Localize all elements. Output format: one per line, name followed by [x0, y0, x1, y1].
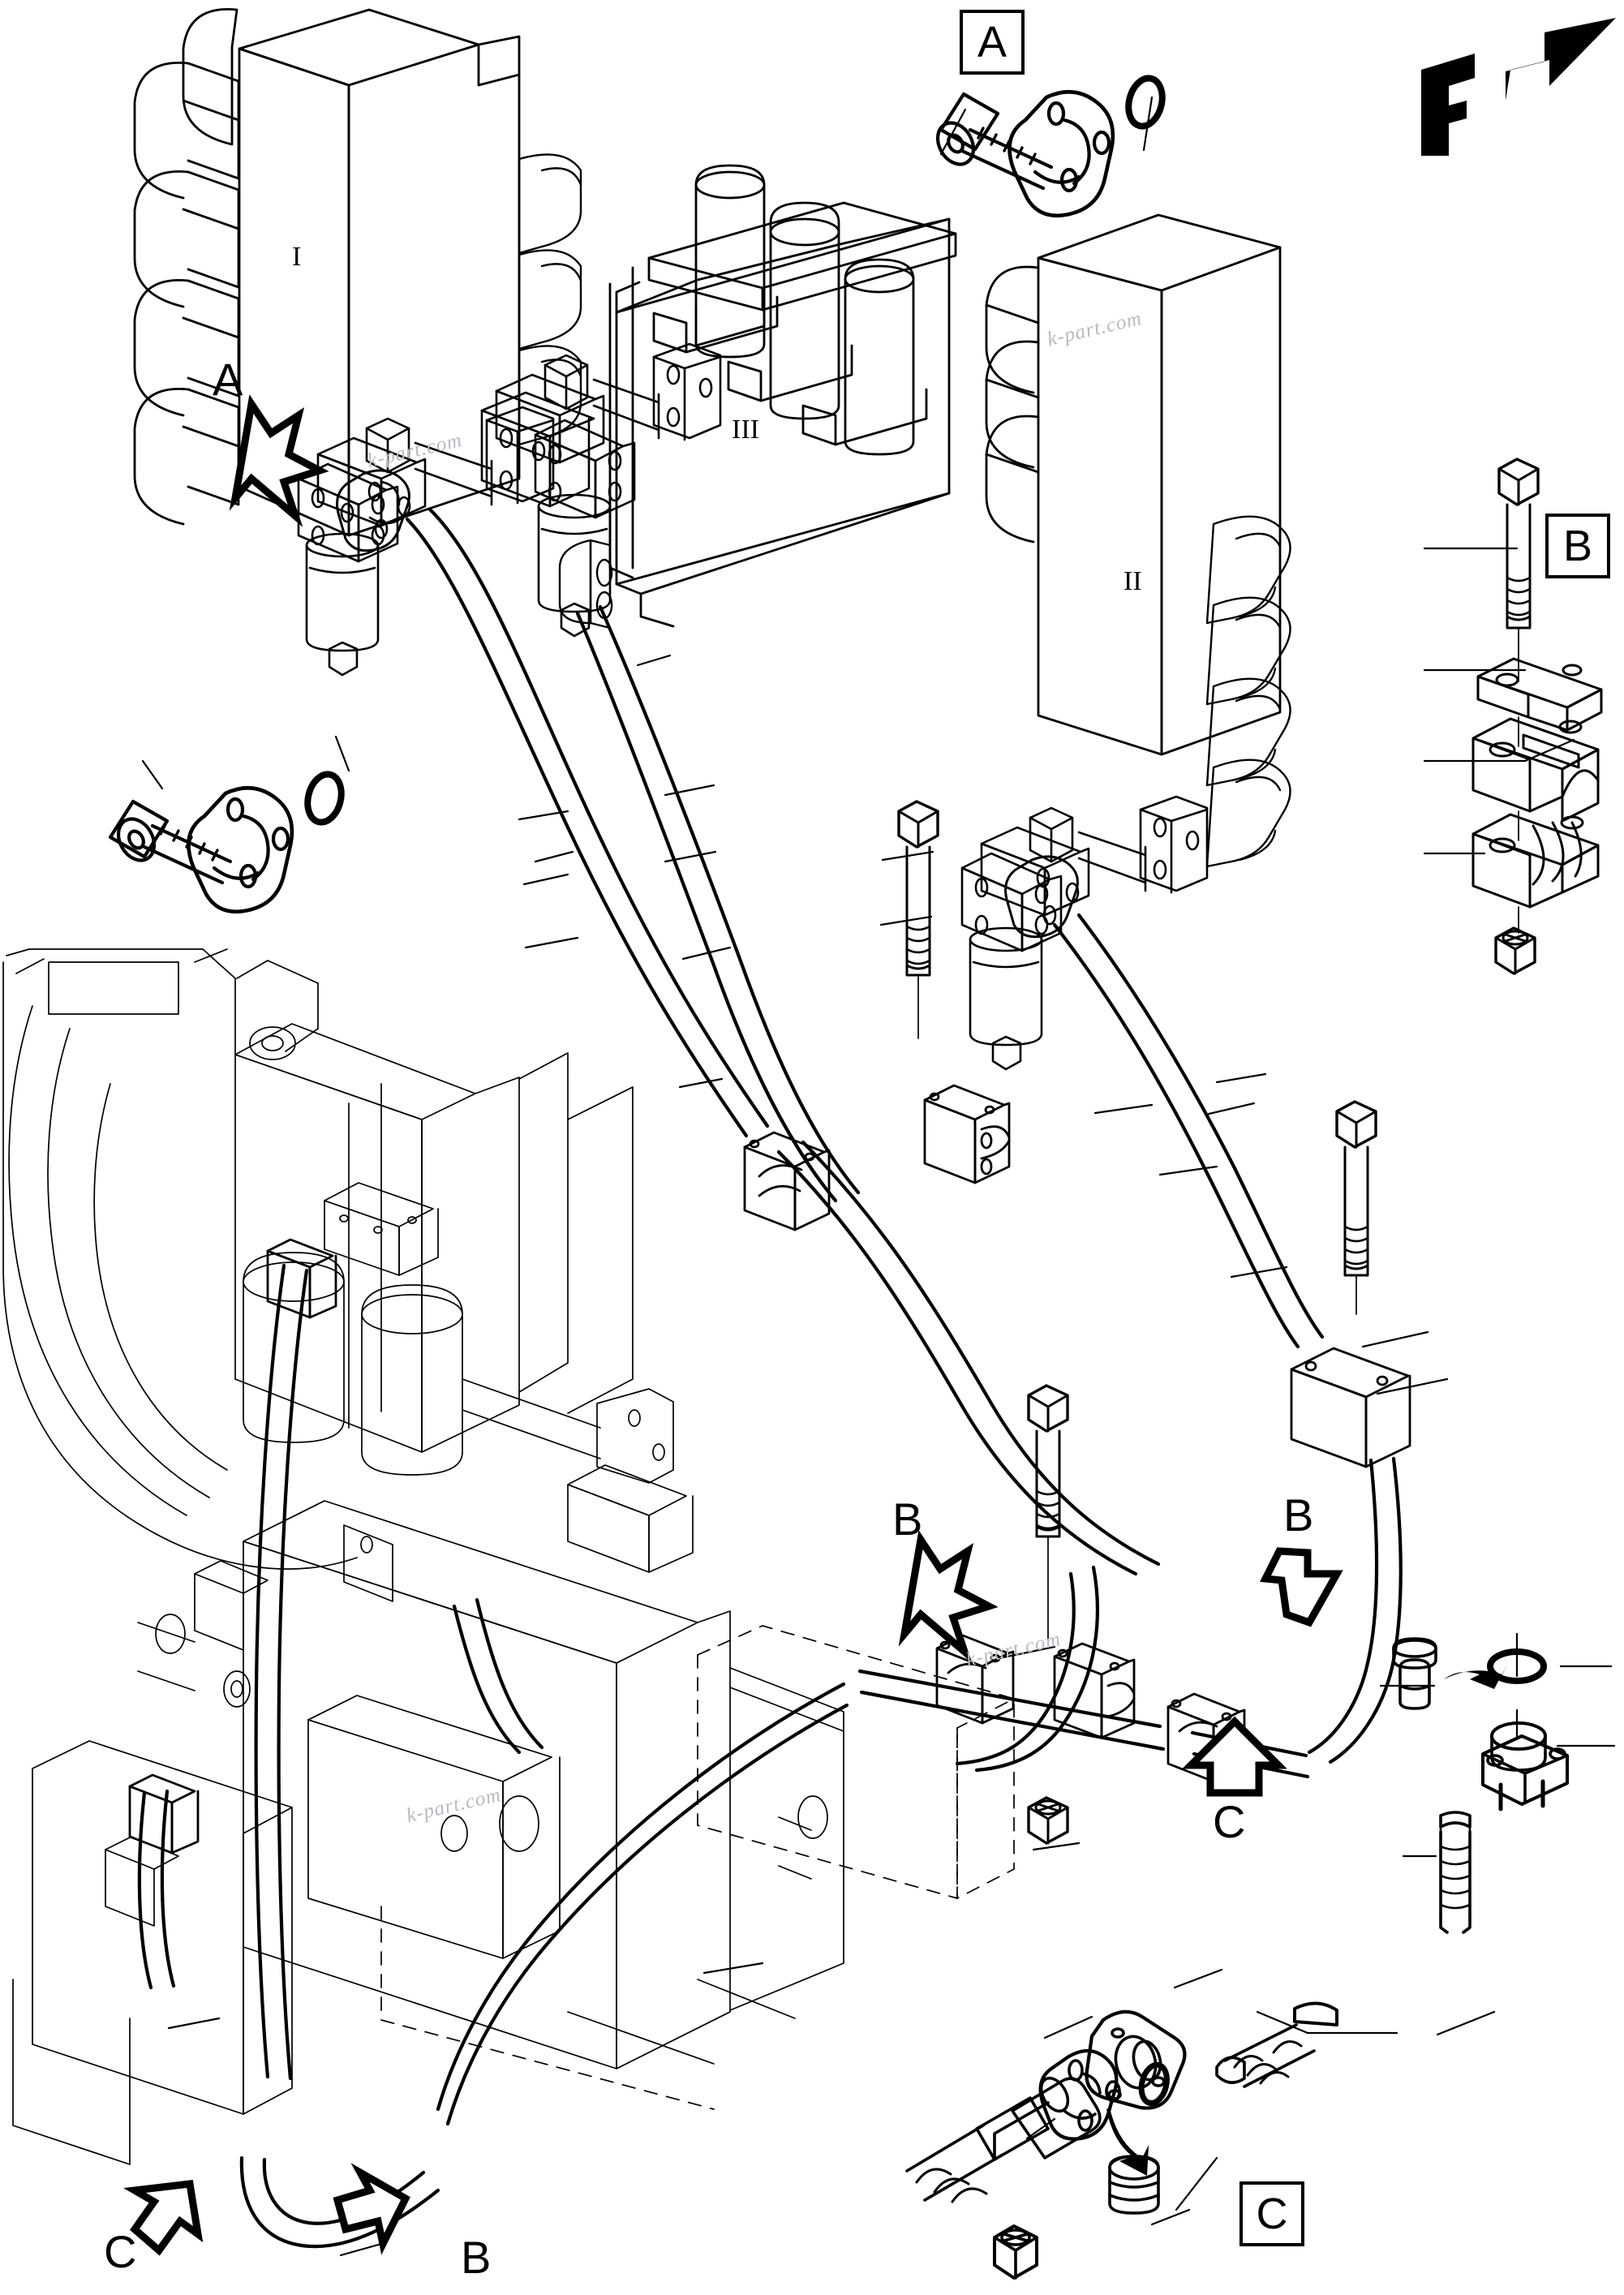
- callout-arrow-C-bottom: [123, 2180, 204, 2256]
- hydraulic-hoses: [137, 507, 1403, 2249]
- callout-label-C-up: C: [1213, 1796, 1246, 1847]
- callout-arrow-B-bottom: [333, 2163, 410, 2255]
- section-label-valve-block-I: I: [292, 242, 302, 272]
- valve-block-II: [985, 213, 1291, 868]
- filter-left: [297, 406, 555, 677]
- filter-center: [480, 342, 722, 638]
- callout-label-A-left: A: [213, 354, 243, 405]
- section-label-valve-block-III: III: [732, 415, 759, 445]
- plug-kit: [1392, 1632, 1569, 1934]
- valve-block-III: [558, 164, 957, 630]
- flange-kit-A-top: [935, 75, 1166, 218]
- long-bolts: [897, 800, 1377, 1845]
- callout-label-C-bottom: C: [104, 2226, 137, 2277]
- engine-pump-assembly: [2, 948, 1015, 2165]
- flange-kit-A-left: [108, 771, 345, 914]
- callout-arrow-A-left: [229, 394, 329, 527]
- clamp-kit-B: [1471, 458, 1603, 975]
- callout-arrow-B-mid: [898, 1530, 999, 1663]
- callout-arrow-C-up: [1182, 1716, 1287, 1797]
- callout-label-B-mid: B: [892, 1493, 923, 1545]
- valve-block-I: [133, 8, 582, 537]
- brand-arrow-up-right-icon: [1506, 18, 1616, 101]
- detail-C-parts: [905, 2001, 1338, 2280]
- callout-arrow-B-right: [1260, 1547, 1343, 1627]
- detail-box-A[interactable]: A: [960, 10, 1025, 75]
- section-label-valve-block-II: II: [1123, 566, 1142, 596]
- detail-box-C[interactable]: C: [1239, 2181, 1304, 2246]
- detail-box-B[interactable]: B: [1545, 514, 1610, 578]
- filter-right: [960, 795, 1209, 1071]
- callout-label-B-bottom: B: [461, 2232, 492, 2283]
- brand-letter-f: [1421, 54, 1475, 156]
- callout-label-B-right: B: [1283, 1489, 1314, 1541]
